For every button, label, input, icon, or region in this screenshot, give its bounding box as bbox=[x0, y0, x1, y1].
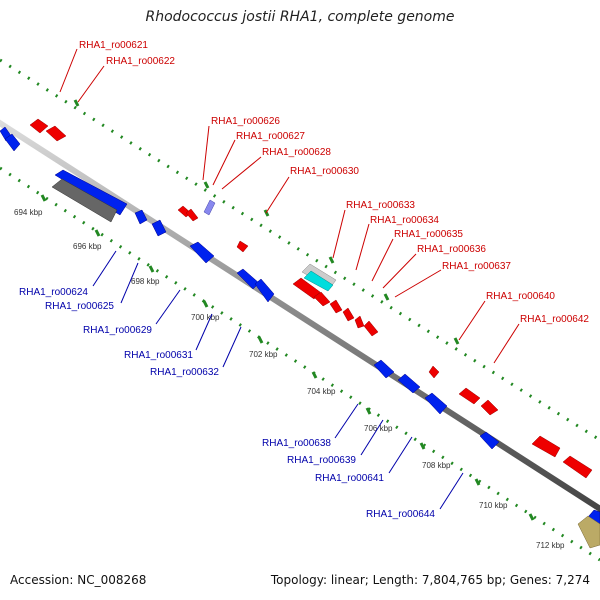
gene-label[interactable]: RHA1_ro00640 bbox=[486, 291, 555, 302]
gene-feature[interactable] bbox=[185, 208, 199, 222]
gene-label[interactable]: RHA1_ro00633 bbox=[346, 200, 415, 211]
gene-label[interactable]: RHA1_ro00622 bbox=[106, 56, 175, 67]
tick-label: 706 kbp bbox=[364, 424, 393, 433]
gene-label[interactable]: RHA1_ro00639 bbox=[287, 455, 356, 466]
gene-label[interactable]: RHA1_ro00627 bbox=[236, 131, 305, 142]
gene-feature[interactable] bbox=[189, 241, 215, 264]
forward-leaders bbox=[59, 48, 520, 364]
gene-label[interactable]: RHA1_ro00636 bbox=[417, 244, 486, 255]
gene-label[interactable]: RHA1_ro00626 bbox=[211, 116, 280, 127]
tick-label: 694 kbp bbox=[14, 208, 43, 217]
gene-feature[interactable] bbox=[29, 118, 49, 134]
misc-feature[interactable] bbox=[203, 199, 216, 216]
gene-label[interactable]: RHA1_ro00637 bbox=[442, 261, 511, 272]
accession-text: Accession: NC_008268 bbox=[10, 573, 147, 587]
gene-feature[interactable] bbox=[373, 359, 395, 379]
gene-label[interactable]: RHA1_ro00634 bbox=[370, 215, 439, 226]
gene-feature[interactable] bbox=[397, 373, 421, 394]
gene-feature[interactable] bbox=[134, 209, 148, 225]
gene-label[interactable]: RHA1_ro00642 bbox=[520, 314, 589, 325]
gene-label[interactable]: RHA1_ro00631 bbox=[124, 350, 193, 361]
gene-feature[interactable] bbox=[313, 291, 331, 307]
gene-label[interactable]: RHA1_ro00629 bbox=[83, 325, 152, 336]
gene-label[interactable]: RHA1_ro00624 bbox=[19, 287, 88, 298]
misc-feature[interactable] bbox=[577, 515, 600, 549]
tick-label: 700 kbp bbox=[191, 313, 220, 322]
tick-label: 696 kbp bbox=[73, 242, 102, 251]
topology-text: Topology: linear; Length: 7,804,765 bp; … bbox=[270, 573, 590, 587]
gene-feature[interactable] bbox=[363, 320, 379, 337]
tick-label: 704 kbp bbox=[307, 387, 336, 396]
gene-label[interactable]: RHA1_ro00644 bbox=[366, 509, 435, 520]
genome-backbone bbox=[0, 119, 600, 513]
gene-feature[interactable] bbox=[329, 299, 343, 314]
gene-feature[interactable] bbox=[479, 431, 500, 450]
gene-feature[interactable] bbox=[562, 455, 593, 479]
gene-label[interactable]: RHA1_ro00628 bbox=[262, 147, 331, 158]
gene-feature[interactable] bbox=[254, 278, 275, 303]
misc-feature[interactable] bbox=[303, 270, 334, 292]
gene-label[interactable]: RHA1_ro00641 bbox=[315, 473, 384, 484]
gene-label[interactable]: RHA1_ro00632 bbox=[150, 367, 219, 378]
tick-label: 710 kbp bbox=[479, 501, 508, 510]
tick-label: 708 kbp bbox=[422, 461, 451, 470]
gene-label[interactable]: RHA1_ro00621 bbox=[79, 40, 148, 51]
page-title: Rhodococcus jostii RHA1, complete genome bbox=[145, 9, 455, 25]
gene-label[interactable]: RHA1_ro00635 bbox=[394, 229, 463, 240]
reverse-genes bbox=[0, 126, 600, 529]
gene-feature[interactable] bbox=[458, 387, 481, 405]
reverse-leaders bbox=[92, 250, 464, 510]
reverse-dotted-track bbox=[0, 166, 600, 562]
gene-feature[interactable] bbox=[4, 133, 21, 152]
gene-feature[interactable] bbox=[236, 240, 249, 253]
gene-feature[interactable] bbox=[45, 125, 67, 142]
gene-feature[interactable] bbox=[292, 277, 321, 300]
gene-label[interactable]: RHA1_ro00625 bbox=[45, 301, 114, 312]
gene-feature[interactable] bbox=[480, 399, 499, 416]
gene-feature[interactable] bbox=[151, 219, 167, 237]
gene-label[interactable]: RHA1_ro00630 bbox=[290, 166, 359, 177]
tick-label: 702 kbp bbox=[249, 350, 278, 359]
tick-label: 698 kbp bbox=[131, 277, 160, 286]
gene-feature[interactable] bbox=[342, 307, 355, 322]
gene-feature[interactable] bbox=[354, 315, 365, 329]
misc-feature[interactable] bbox=[51, 178, 118, 223]
gene-feature[interactable] bbox=[531, 435, 561, 458]
forward-genes bbox=[29, 118, 593, 479]
gene-feature[interactable] bbox=[428, 365, 440, 379]
gene-label[interactable]: RHA1_ro00638 bbox=[262, 438, 331, 449]
tick-marks bbox=[40, 99, 535, 521]
gene-feature[interactable] bbox=[424, 392, 448, 415]
tick-label: 712 kbp bbox=[536, 541, 565, 550]
